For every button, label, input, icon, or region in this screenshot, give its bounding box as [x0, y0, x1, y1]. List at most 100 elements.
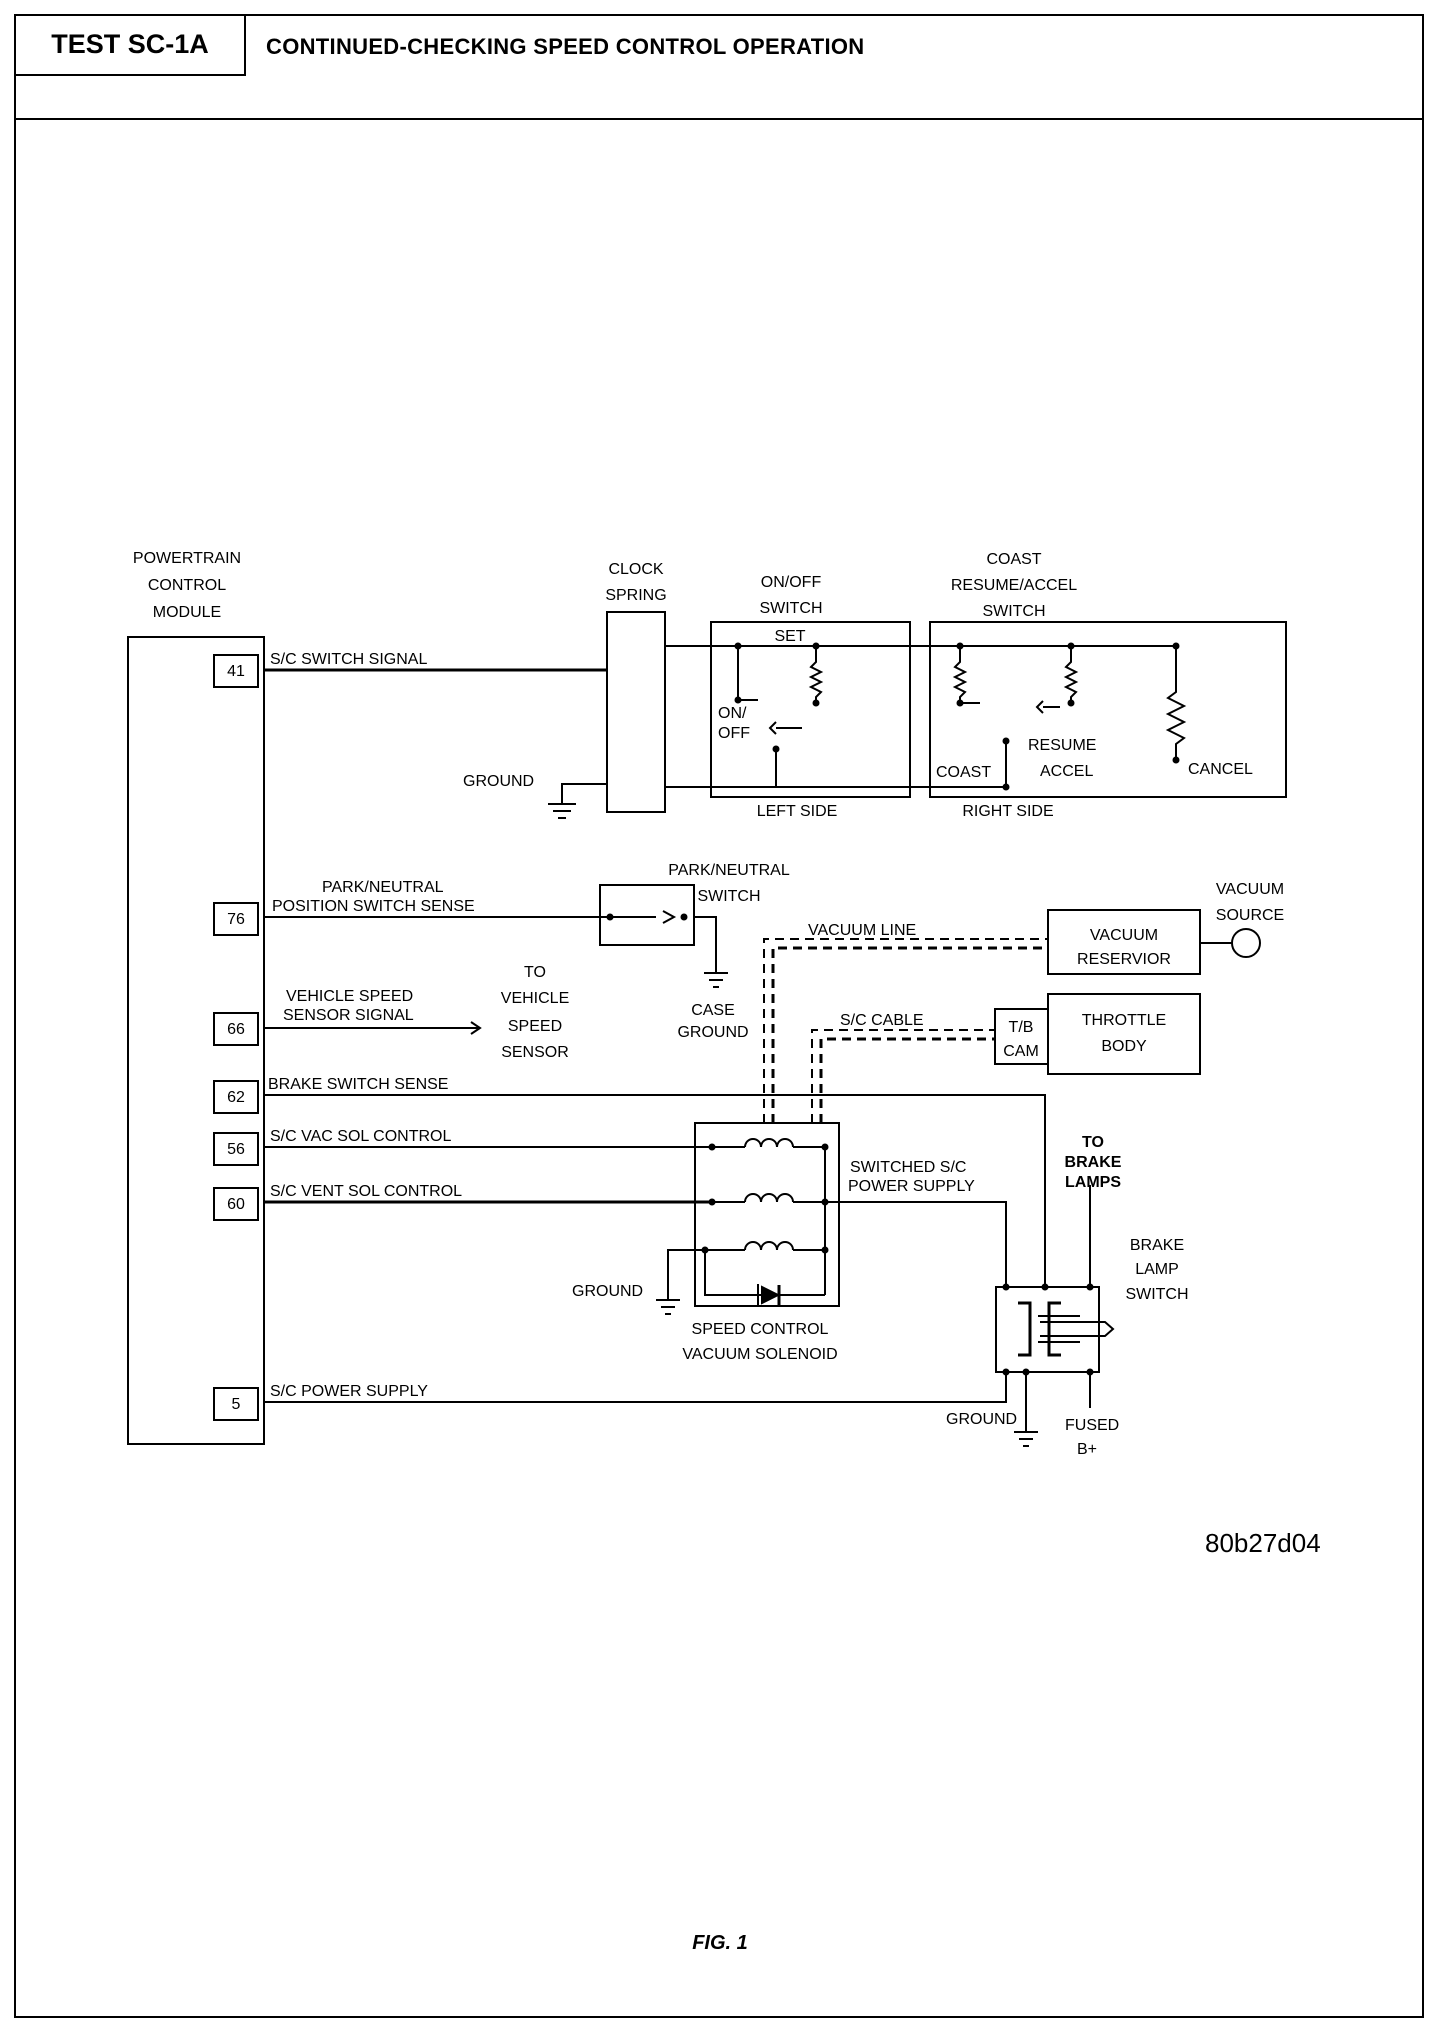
to-brake-lamps-label: TO	[1082, 1134, 1104, 1151]
on-off-label: ON/	[718, 705, 747, 722]
solenoid-box	[694, 1122, 840, 1307]
pin-number: 76	[227, 911, 245, 928]
on-off-switch-label: SWITCH	[759, 600, 822, 617]
coast-label: COAST	[936, 764, 991, 781]
to-vss-label: SPEED	[508, 1018, 562, 1035]
pcm-box	[127, 636, 265, 1445]
pin-box	[213, 1387, 259, 1421]
coast-switch-label: SWITCH	[982, 603, 1045, 620]
page-frame: TEST SC-1A CONTINUED-CHECKING SPEED CONT…	[14, 14, 1424, 2018]
junction-dots	[606, 642, 1180, 1376]
tb-cam-label: CAM	[1003, 1043, 1039, 1060]
to-vss-label: TO	[524, 964, 546, 981]
vacuum-source-symbol	[1231, 928, 1261, 958]
vacuum-source-label: SOURCE	[1216, 907, 1284, 924]
pcm-label: CONTROL	[148, 577, 226, 594]
clock-spring-label: SPRING	[605, 587, 666, 604]
signal-label: S/C POWER SUPPLY	[270, 1383, 428, 1400]
left-side-label: LEFT SIDE	[757, 803, 838, 820]
signal-label: PARK/NEUTRAL	[322, 879, 444, 896]
case-ground-label: CASE	[691, 1002, 735, 1019]
pin-box	[213, 1187, 259, 1221]
header: TEST SC-1A CONTINUED-CHECKING SPEED CONT…	[16, 16, 1422, 120]
resume-label: RESUME	[1028, 737, 1096, 754]
sc-cable	[811, 1029, 995, 1123]
pin-box	[213, 1080, 259, 1114]
case-ground-label: GROUND	[677, 1024, 748, 1041]
signal-label: S/C VENT SOL CONTROL	[270, 1183, 462, 1200]
test-id: TEST SC-1A	[16, 16, 246, 76]
pin-box	[213, 902, 259, 936]
coil	[744, 1193, 794, 1203]
pin-number: 66	[227, 1021, 245, 1038]
sc-cable-label: S/C CABLE	[840, 1012, 924, 1029]
on-off-switch-label: ON/OFF	[761, 574, 822, 591]
pin-box	[213, 1012, 259, 1046]
pin-number: 60	[227, 1196, 245, 1213]
wire	[561, 783, 607, 804]
wire	[825, 1201, 1007, 1287]
solenoid-label: VACUUM SOLENOID	[682, 1346, 837, 1363]
throttle-body-label: BODY	[1101, 1038, 1147, 1055]
park-neutral-switch-box	[599, 884, 695, 946]
signal-label: BRAKE SWITCH SENSE	[268, 1076, 448, 1093]
resistor	[808, 646, 824, 703]
tb-cam-label: T/B	[1009, 1019, 1034, 1036]
resistor	[952, 646, 980, 704]
signal-label: SENSOR SIGNAL	[283, 1007, 414, 1024]
clock-spring-box	[606, 611, 666, 813]
vacuum-source-label: VACUUM	[1216, 881, 1284, 898]
to-brake-lamps-label: LAMPS	[1065, 1174, 1121, 1191]
cancel-label: CANCEL	[1188, 761, 1253, 778]
throttle-body-label: THROTTLE	[1082, 1012, 1166, 1029]
coast-switch-label: RESUME/ACCEL	[951, 577, 1077, 594]
test-title: CONTINUED-CHECKING SPEED CONTROL OPERATI…	[266, 34, 865, 59]
coil	[744, 1138, 794, 1148]
on-off-switch-box	[710, 621, 911, 798]
signal-label: S/C VAC SOL CONTROL	[270, 1128, 451, 1145]
vacuum-line	[763, 938, 1048, 1123]
ground-label: GROUND	[946, 1411, 1017, 1428]
wire	[264, 1094, 1046, 1287]
park-neutral-label: SWITCH	[697, 888, 760, 905]
solenoid-label: SPEED CONTROL	[692, 1321, 829, 1338]
wire	[264, 1372, 1007, 1403]
figure-caption: FIG. 1	[692, 1932, 748, 1954]
switched-power-label: POWER SUPPLY	[848, 1178, 975, 1195]
accel-label: ACCEL	[1040, 763, 1093, 780]
set-label: SET	[774, 628, 805, 645]
switched-power-label: SWITCHED S/C	[850, 1159, 966, 1176]
vacuum-line-label: VACUUM LINE	[808, 922, 916, 939]
figure-reference: 80b27d04	[1205, 1528, 1321, 1558]
to-vss-label: SENSOR	[501, 1044, 569, 1061]
pin-number: 41	[227, 663, 245, 680]
pin-number: 5	[232, 1396, 241, 1413]
pcm-label: POWERTRAIN	[133, 550, 241, 567]
pcm-label: MODULE	[153, 604, 221, 621]
brake-lamp-switch-label: BRAKE	[1130, 1237, 1184, 1254]
coast-switch-label: COAST	[986, 551, 1041, 568]
ground-label: GROUND	[463, 773, 534, 790]
pin-box	[213, 1132, 259, 1166]
resistor	[1063, 646, 1079, 703]
fused-label: FUSED	[1065, 1417, 1119, 1434]
signal-label: S/C SWITCH SIGNAL	[270, 651, 427, 668]
on-off-label: OFF	[718, 725, 750, 742]
fused-label: B+	[1077, 1441, 1097, 1458]
pin-number: 56	[227, 1141, 245, 1158]
clock-spring-label: CLOCK	[608, 561, 663, 578]
pin-number: 62	[227, 1089, 245, 1106]
coil	[744, 1241, 794, 1251]
park-neutral-label: PARK/NEUTRAL	[668, 862, 790, 879]
to-vss-label: VEHICLE	[501, 990, 569, 1007]
right-side-label: RIGHT SIDE	[962, 803, 1053, 820]
signal-label: POSITION SWITCH SENSE	[272, 898, 475, 915]
resistor	[1165, 646, 1187, 760]
to-brake-lamps-label: BRAKE	[1065, 1154, 1122, 1171]
brake-lamp-switch-label: LAMP	[1135, 1261, 1179, 1278]
vacuum-reservior-label: RESERVIOR	[1077, 951, 1171, 968]
pin-box	[213, 654, 259, 688]
plunger	[1040, 1321, 1115, 1337]
brake-lamp-switch-label: SWITCH	[1125, 1286, 1188, 1303]
